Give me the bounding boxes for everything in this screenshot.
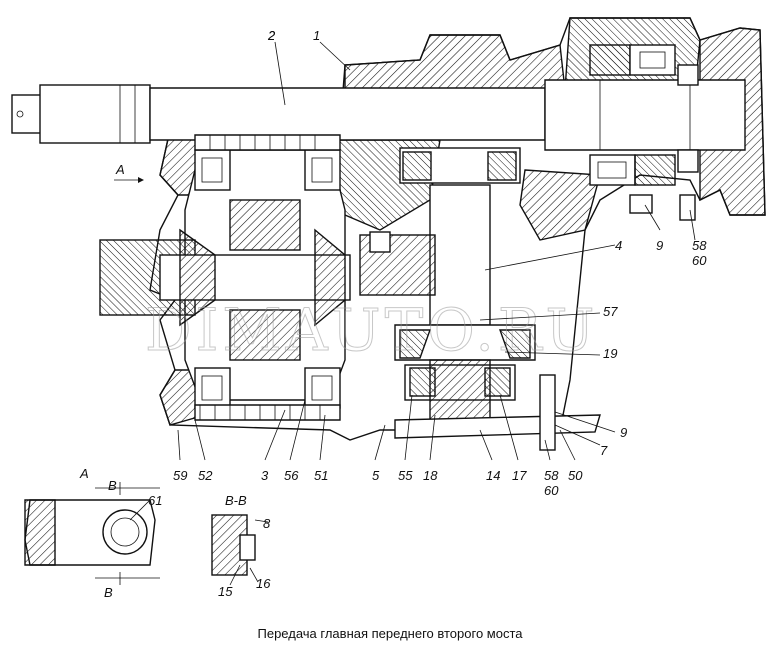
part-label-60-lower: 60 <box>544 483 559 498</box>
section-bb-detail <box>211 514 269 586</box>
detail-views: A B B 61 B-B 8 15 16 <box>24 466 271 600</box>
part-label-17: 17 <box>512 468 527 483</box>
part-label-59: 59 <box>173 468 187 483</box>
part-label-57: 57 <box>603 304 618 319</box>
view-a-arrow-label: A <box>115 162 125 177</box>
section-bb-title: B-B <box>225 493 247 508</box>
part-label-60-upper: 60 <box>692 253 707 268</box>
watermark: DIMAUTO.RU <box>145 296 598 364</box>
part-label-4: 4 <box>615 238 622 253</box>
part-label-7: 7 <box>600 443 608 458</box>
section-b-bottom-label: B <box>104 585 113 600</box>
drive-shaft <box>11 79 746 151</box>
part-number-labels: 2 <box>267 28 276 43</box>
part-label-51: 51 <box>314 468 328 483</box>
figure-caption: Передача главная переднего второго моста <box>257 626 523 641</box>
view-a-title: A <box>79 466 89 481</box>
part-label-61: 61 <box>148 493 162 508</box>
part-label-58-lower: 58 <box>544 468 559 483</box>
part-label-9-upper: 9 <box>656 238 663 253</box>
part-label-19: 19 <box>603 346 617 361</box>
part-label-58-upper: 58 <box>692 238 707 253</box>
part-label-15: 15 <box>218 584 233 599</box>
part-label-1: 1 <box>313 28 320 43</box>
part-label-18: 18 <box>423 468 438 483</box>
part-label-14: 14 <box>486 468 500 483</box>
part-label-9-lower: 9 <box>620 425 627 440</box>
pinion-assembly <box>359 147 696 451</box>
view-a-arrow: A <box>114 162 144 183</box>
part-label-3: 3 <box>261 468 269 483</box>
part-label-50: 50 <box>568 468 583 483</box>
part-label-16: 16 <box>256 576 271 591</box>
differential <box>99 134 351 421</box>
upper-right-bearings <box>589 44 699 186</box>
part-label-56: 56 <box>284 468 299 483</box>
part-label-5: 5 <box>372 468 380 483</box>
leader-lines <box>177 41 696 461</box>
part-label-55: 55 <box>398 468 413 483</box>
part-label-52: 52 <box>198 468 213 483</box>
part-label-8: 8 <box>263 516 271 531</box>
view-a-detail <box>24 482 160 585</box>
part-label-2: 2 <box>267 28 276 43</box>
part-label-2: 2 <box>267 28 276 43</box>
section-b-top-label: B <box>108 478 117 493</box>
